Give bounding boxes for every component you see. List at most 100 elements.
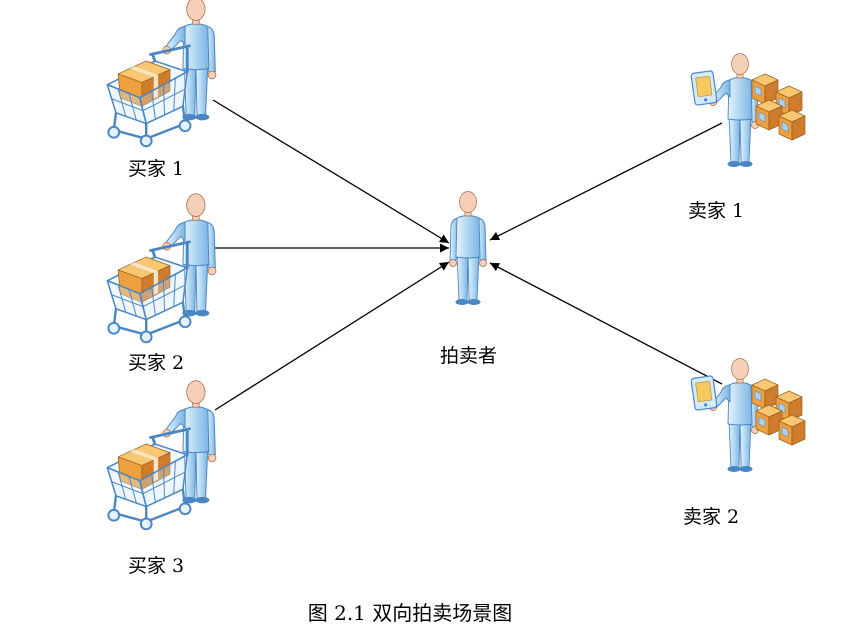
box-tape <box>153 271 159 295</box>
person-head <box>186 193 206 217</box>
person-head <box>186 0 206 21</box>
arrows <box>212 99 723 411</box>
seller-person <box>709 53 759 167</box>
tablet-icon <box>690 70 718 106</box>
tablet-screen <box>695 380 713 403</box>
person-head <box>459 191 477 213</box>
seller-1-figure <box>690 53 806 167</box>
person-leg-right <box>739 115 752 163</box>
person-head <box>731 358 749 380</box>
person-shoe-right <box>739 161 753 167</box>
box-label <box>781 426 789 438</box>
cart-chassis <box>112 488 187 523</box>
person-shoe-right <box>195 496 210 504</box>
box-tape <box>130 262 159 274</box>
shopping-cart-icon <box>106 240 192 344</box>
person-torso <box>727 77 753 121</box>
box-icon <box>751 73 779 105</box>
arrow-seller-1-to-auctioneer <box>489 122 723 241</box>
box-icon <box>778 109 806 141</box>
cart-wires <box>111 78 186 121</box>
box-label <box>754 390 762 402</box>
figure-caption: 图 2.1 双向拍卖场景图 <box>308 601 513 625</box>
person-arm-left <box>165 25 186 52</box>
auctioneer-label: 拍卖者 <box>440 345 497 367</box>
cart-wheel <box>178 119 192 133</box>
person-leg-left <box>728 420 741 468</box>
person-hand-left <box>449 259 457 267</box>
box-label <box>758 416 766 428</box>
buyer-3-figure <box>106 380 217 531</box>
buyer-3-label: 买家 3 <box>128 555 184 577</box>
cart-wheel <box>139 330 153 344</box>
person-head <box>731 53 749 75</box>
buyer-2-figure <box>106 193 217 344</box>
person-leg-right <box>467 253 480 301</box>
buyer-1-label: 买家 1 <box>128 158 184 180</box>
box-icon <box>751 378 779 410</box>
person-leg-right <box>739 420 752 468</box>
cart-handle <box>149 240 191 270</box>
seller-person <box>709 358 759 472</box>
cart-box-icon <box>117 443 171 490</box>
box-stack-icon <box>751 73 806 141</box>
person-shoe-left <box>727 161 741 167</box>
person-shoe-right <box>195 309 210 317</box>
arrow-buyer-3-to-auctioneer <box>214 261 450 411</box>
seller-2-label: 卖家 2 <box>683 506 739 528</box>
person-arm-left <box>165 408 186 435</box>
cart-wheel <box>178 502 192 516</box>
tablet-icon <box>690 375 718 411</box>
person-head <box>186 380 206 404</box>
box-tape <box>130 66 159 78</box>
tablet-button <box>704 403 708 407</box>
person-leg-right <box>195 447 209 499</box>
cart-wires <box>111 461 186 504</box>
person-torso <box>455 215 481 259</box>
seller-1-label: 卖家 1 <box>688 200 744 222</box>
person-shoe-left <box>455 299 469 305</box>
cart-wheel <box>139 134 153 148</box>
arrow-seller-2-to-auctioneer <box>489 262 723 385</box>
cart-handle <box>149 44 191 74</box>
person-hand-right <box>479 259 487 267</box>
box-icon <box>755 404 783 436</box>
buyer-2-label: 买家 2 <box>128 352 184 374</box>
cart-wheel <box>107 508 121 522</box>
box-icon <box>775 85 803 117</box>
cart-wheel <box>107 125 121 139</box>
cart-wheel <box>139 517 153 531</box>
person-shoe-left <box>182 496 197 504</box>
person-hand-right <box>207 266 217 276</box>
box-right-face <box>791 420 806 446</box>
cart-box-icon <box>117 256 171 303</box>
box-tape <box>153 458 159 482</box>
person-shoe-right <box>467 299 481 305</box>
buyer-1-figure <box>106 0 217 148</box>
person-leg-right <box>195 260 209 312</box>
box-label <box>758 111 766 123</box>
tablet-button <box>704 98 708 102</box>
person-hand-right <box>207 70 217 80</box>
person-leg-left <box>728 115 741 163</box>
shopping-cart-icon <box>106 44 192 148</box>
person-shoe-left <box>727 466 741 472</box>
box-tape <box>153 75 159 99</box>
box-icon <box>775 390 803 422</box>
box-stack-icon <box>751 378 806 446</box>
box-right-face <box>791 115 806 141</box>
person-shoe-left <box>182 309 197 317</box>
shopping-cart-icon <box>106 427 192 531</box>
box-label <box>781 121 789 133</box>
person-torso <box>727 382 753 426</box>
box-label <box>754 85 762 97</box>
cart-handle <box>149 427 191 457</box>
box-icon <box>755 99 783 131</box>
cart-chassis <box>112 105 187 140</box>
auctioneer-figure <box>449 191 487 305</box>
box-icon <box>778 414 806 446</box>
person-leg-right <box>195 64 209 116</box>
cart-wheel <box>107 321 121 335</box>
cart-wires <box>111 274 186 317</box>
